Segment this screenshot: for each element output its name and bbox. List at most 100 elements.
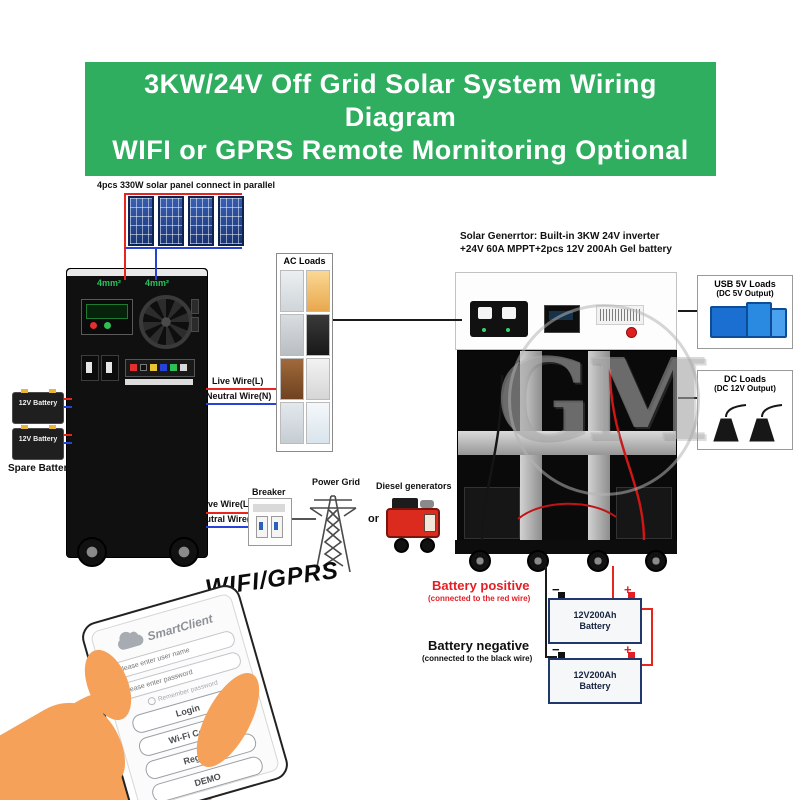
caster-wheel	[587, 550, 609, 572]
breaker-rail	[253, 504, 285, 512]
solar-panel-grid	[190, 198, 212, 244]
internal-gel-battery	[464, 487, 520, 539]
gel-battery-2-line1: 12V200Ah	[573, 670, 617, 680]
inverter-red-button	[90, 322, 97, 329]
pv-positive-link-wire	[126, 193, 242, 195]
ac-outlet	[502, 307, 516, 319]
gel-battery-1: 12V200Ah Battery	[548, 598, 642, 644]
plus-sign: +	[624, 582, 632, 597]
terminal-strip	[125, 359, 195, 377]
ac-loads-box: AC Loads	[276, 253, 333, 452]
neutral-wire-line-2	[206, 526, 248, 528]
pv-positive-drop-wire	[124, 193, 126, 280]
genset-wheel	[420, 538, 435, 553]
terminal-red	[130, 364, 137, 371]
neutral-wire-line	[206, 403, 276, 405]
ac-outlet	[478, 307, 492, 319]
ac-outlet-panel	[470, 301, 528, 337]
cooking-pot-photo	[280, 358, 304, 400]
power-button	[626, 327, 637, 338]
battery-negative-wire	[545, 656, 557, 658]
terminal-green	[170, 364, 177, 371]
status-led	[482, 328, 486, 332]
microwave-photo	[306, 358, 330, 400]
caster-wheel	[77, 537, 107, 567]
live-wire-label-2: Live Wire(L)	[200, 499, 252, 509]
battery-positive-title: Battery positive	[432, 578, 530, 593]
solar-panel	[158, 196, 184, 246]
dc-loads-subtitle: (DC 12V Output)	[714, 384, 776, 393]
solar-generator-cabinet	[455, 272, 677, 572]
vent-slot	[191, 299, 199, 314]
tv-photo	[306, 314, 330, 356]
neutral-wire-label-2: Neutral Wire(N)	[194, 514, 260, 524]
battery-terminal-positive	[628, 592, 635, 598]
gel-battery-1-line2: Battery	[579, 621, 611, 631]
breaker-toggle	[86, 362, 92, 373]
or-label: or	[368, 513, 379, 525]
genset-wheel	[394, 538, 409, 553]
diesel-generator-icon	[386, 492, 440, 553]
minus-sign: −	[552, 642, 560, 657]
terminal-label-strip	[125, 379, 193, 385]
pv-negative-link-wire	[126, 247, 242, 249]
dc-loads-box: DC Loads (DC 12V Output)	[697, 370, 793, 450]
neutral-wire-label: Neutral Wire(N)	[206, 391, 272, 401]
breaker-to-grid-line	[290, 518, 316, 520]
vent-slot	[191, 317, 199, 332]
washing-machine-photo	[280, 270, 304, 312]
inverter-green-button	[104, 322, 111, 329]
generator-caption-line-2: +24V 60A MPPT+2pcs 12V 200Ah Gel battery	[460, 244, 672, 255]
solar-panel	[188, 196, 214, 246]
spare-battery-wire	[60, 406, 72, 408]
internal-cables	[480, 368, 646, 541]
generator-to-usb-line	[678, 310, 697, 312]
solar-panel-grid	[130, 198, 152, 244]
spare-battery-1-label: 12V Battery	[18, 400, 58, 407]
spare-battery-1: 12V Battery	[12, 389, 64, 424]
spare-battery-2: 12V Battery	[12, 425, 64, 460]
dc-lamps-icon	[713, 404, 783, 442]
barcode	[600, 309, 640, 321]
title-banner: 3KW/24V Off Grid Solar System Wiring Dia…	[85, 62, 716, 176]
gel-battery-2-line2: Battery	[579, 681, 611, 691]
kettle-photo	[280, 314, 304, 356]
plus-sign: +	[624, 642, 632, 657]
transmission-tower-icon	[309, 495, 357, 572]
cloud-icon	[116, 632, 145, 651]
status-led	[506, 328, 510, 332]
gel-battery-2: 12V200Ah Battery	[548, 658, 642, 704]
terminal-blue	[160, 364, 167, 371]
spare-battery-wire	[60, 434, 72, 436]
caster-wheel	[469, 550, 491, 572]
fridge-photo	[280, 402, 304, 444]
inverter-breaker-1	[81, 355, 99, 381]
battery-negative-title: Battery negative	[428, 638, 530, 653]
inverter-display-panel	[81, 299, 133, 335]
solar-panel	[218, 196, 244, 246]
power-grid-label: Power Grid	[312, 477, 361, 487]
generator-display	[544, 305, 580, 333]
battery-series-jumper	[640, 608, 653, 610]
battery-terminal	[49, 425, 56, 429]
live-wire-label: Live Wire(L)	[212, 376, 264, 386]
caster-wheel	[645, 550, 667, 572]
inverter-breaker-2	[101, 355, 119, 381]
usb-loads-subtitle: (DC 5V Output)	[716, 289, 774, 298]
battery-terminal	[21, 425, 28, 429]
ac-loads-grid	[280, 270, 331, 444]
spare-battery-caption: Spare Battery	[8, 463, 74, 474]
battery-positive-wire	[612, 566, 614, 600]
ac-to-generator-line	[333, 319, 462, 321]
terminal-yellow	[150, 364, 157, 371]
lamp-photo	[306, 270, 330, 312]
air-conditioner-photo	[306, 402, 330, 444]
diesel-generator-label: Diesel generators	[376, 481, 452, 491]
terminal-white	[180, 364, 187, 371]
battery-terminal-negative	[558, 652, 565, 658]
caster-wheel	[169, 537, 199, 567]
breaker-toggle	[259, 522, 263, 530]
solar-panel-grid	[220, 198, 242, 244]
checkbox-icon[interactable]	[146, 696, 157, 707]
